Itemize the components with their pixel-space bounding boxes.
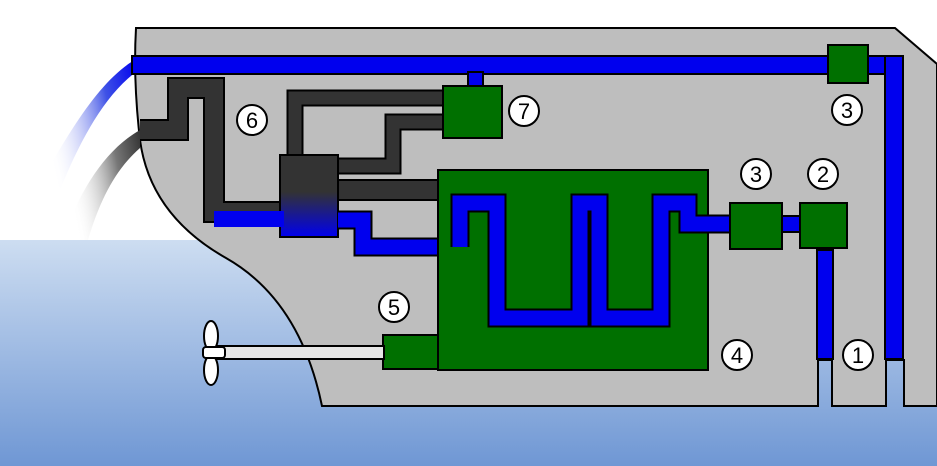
raw-water-pump-upper	[827, 44, 869, 84]
callout-strainer: 2	[807, 158, 839, 190]
svg-text:6: 6	[246, 108, 258, 133]
callout-exhaust-outlet: 6	[236, 104, 268, 136]
exhaust-line-upper-fill	[288, 91, 443, 170]
mixing-elbow	[279, 154, 339, 238]
intake-riser	[816, 249, 834, 360]
heat-exchanger	[442, 85, 503, 139]
gearbox	[382, 334, 439, 370]
callout-pump-lower: 3	[740, 158, 772, 190]
raw-water-pump-lower	[729, 202, 783, 250]
callout-pump-upper: 3	[831, 94, 863, 126]
coolant-line-top	[131, 55, 904, 75]
callout-engine: 4	[721, 339, 753, 371]
callout-gearbox: 5	[378, 291, 410, 323]
svg-text:3: 3	[841, 98, 853, 123]
svg-text:1: 1	[852, 343, 864, 368]
coolant-line-right-riser	[884, 55, 904, 360]
svg-text:3: 3	[750, 162, 762, 187]
coolant-serpentine-fill	[452, 195, 730, 326]
exhaust-line-loop-fill	[338, 115, 443, 173]
callout-raw-water-intake: 1	[842, 339, 874, 371]
svg-text:2: 2	[817, 162, 829, 187]
coolant-discharge-spray	[36, 59, 136, 190]
callout-heat-exchanger: 7	[508, 95, 540, 127]
exhaust-discharge-plume	[62, 130, 140, 240]
svg-text:5: 5	[388, 295, 400, 320]
propeller-shaft	[209, 345, 385, 360]
svg-text:7: 7	[518, 99, 530, 124]
strainer	[799, 202, 848, 249]
mixing-elbow-lower-line	[214, 211, 284, 227]
svg-text:4: 4	[731, 343, 743, 368]
propeller-icon	[202, 320, 226, 386]
